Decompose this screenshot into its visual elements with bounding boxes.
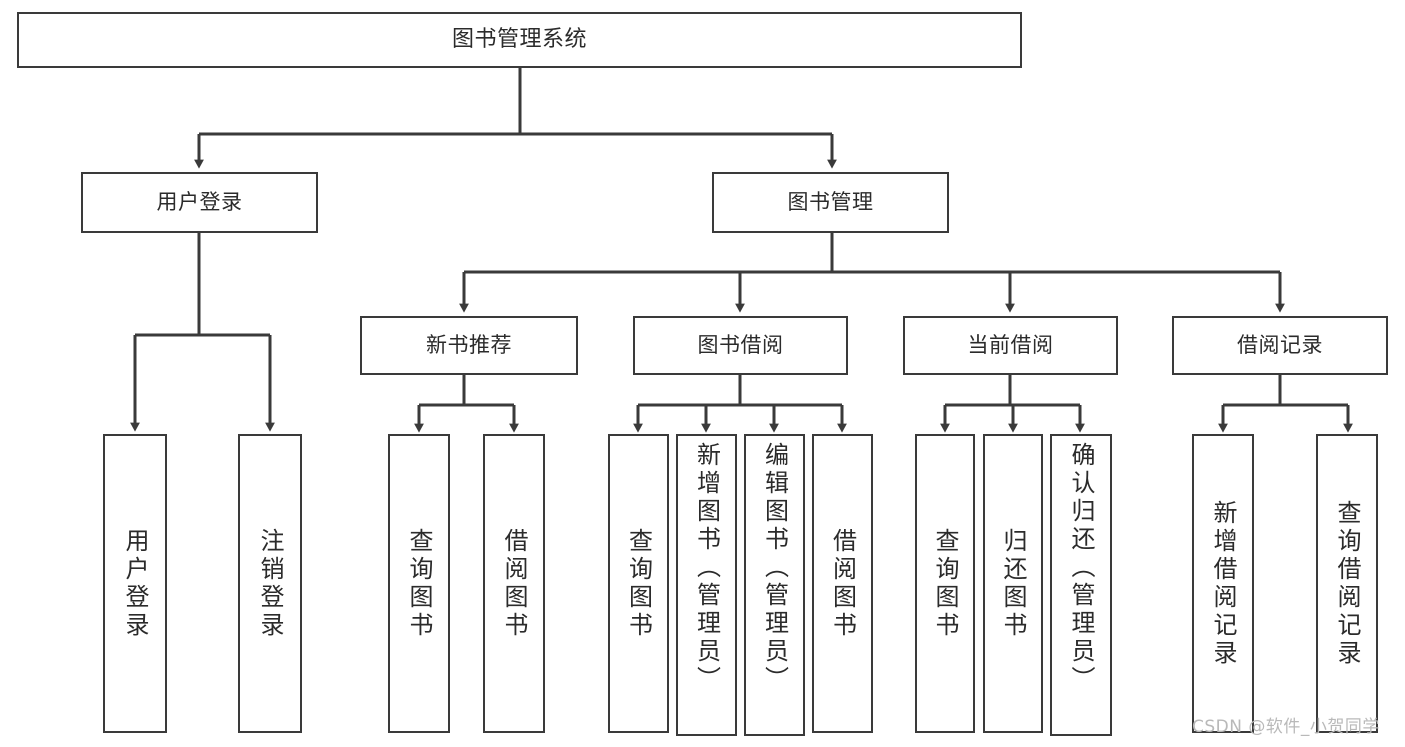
leaf-borrow-query-book[interactable]: 查询图书 bbox=[608, 434, 669, 733]
node-label: 借阅图书 bbox=[500, 527, 528, 640]
leaf-edit-book-admin[interactable]: 编辑图书（管理员） bbox=[744, 434, 805, 736]
node-label: 图书管理 bbox=[787, 190, 874, 215]
leaf-query-borrow-record[interactable]: 查询借阅记录 bbox=[1316, 434, 1378, 733]
node-label: 借阅记录 bbox=[1237, 333, 1323, 358]
node-borrow-record[interactable]: 借阅记录 bbox=[1172, 316, 1388, 375]
node-label: 注销登录 bbox=[256, 527, 284, 640]
leaf-user-login[interactable]: 用户登录 bbox=[103, 434, 167, 733]
node-user-login[interactable]: 用户登录 bbox=[81, 172, 318, 233]
node-label: 查询图书 bbox=[624, 527, 653, 640]
node-root-book-management-system[interactable]: 图书管理系统 bbox=[17, 12, 1022, 68]
node-label: 新书推荐 bbox=[426, 333, 512, 358]
node-label: 借阅图书 bbox=[828, 527, 857, 640]
node-label: 当前借阅 bbox=[967, 333, 1054, 358]
leaf-new-book-borrow[interactable]: 借阅图书 bbox=[483, 434, 545, 733]
node-label: 查询借阅记录 bbox=[1333, 499, 1361, 668]
node-label: 用户登录 bbox=[156, 190, 243, 215]
node-book-borrow[interactable]: 图书借阅 bbox=[633, 316, 848, 375]
node-label: 新增图书（管理员） bbox=[692, 442, 721, 694]
leaf-confirm-return-admin[interactable]: 确认归还（管理员） bbox=[1050, 434, 1112, 736]
node-book-management[interactable]: 图书管理 bbox=[712, 172, 949, 233]
node-label: 新增借阅记录 bbox=[1209, 499, 1237, 668]
leaf-logout[interactable]: 注销登录 bbox=[238, 434, 302, 733]
node-label: 编辑图书（管理员） bbox=[760, 442, 789, 694]
node-new-book-recommend[interactable]: 新书推荐 bbox=[360, 316, 578, 375]
leaf-add-book-admin[interactable]: 新增图书（管理员） bbox=[676, 434, 737, 736]
node-label: 查询图书 bbox=[405, 527, 433, 640]
node-label: 图书借阅 bbox=[697, 333, 784, 358]
node-current-borrow[interactable]: 当前借阅 bbox=[903, 316, 1118, 375]
leaf-return-book[interactable]: 归还图书 bbox=[983, 434, 1043, 733]
leaf-current-query-book[interactable]: 查询图书 bbox=[915, 434, 975, 733]
node-label: 归还图书 bbox=[999, 527, 1027, 640]
node-label: 用户登录 bbox=[121, 527, 149, 640]
node-label: 确认归还（管理员） bbox=[1067, 442, 1095, 694]
leaf-new-book-query[interactable]: 查询图书 bbox=[388, 434, 450, 733]
node-label: 图书管理系统 bbox=[451, 27, 587, 53]
leaf-add-borrow-record[interactable]: 新增借阅记录 bbox=[1192, 434, 1254, 733]
leaf-borrow-book[interactable]: 借阅图书 bbox=[812, 434, 873, 733]
node-label: 查询图书 bbox=[931, 527, 959, 640]
